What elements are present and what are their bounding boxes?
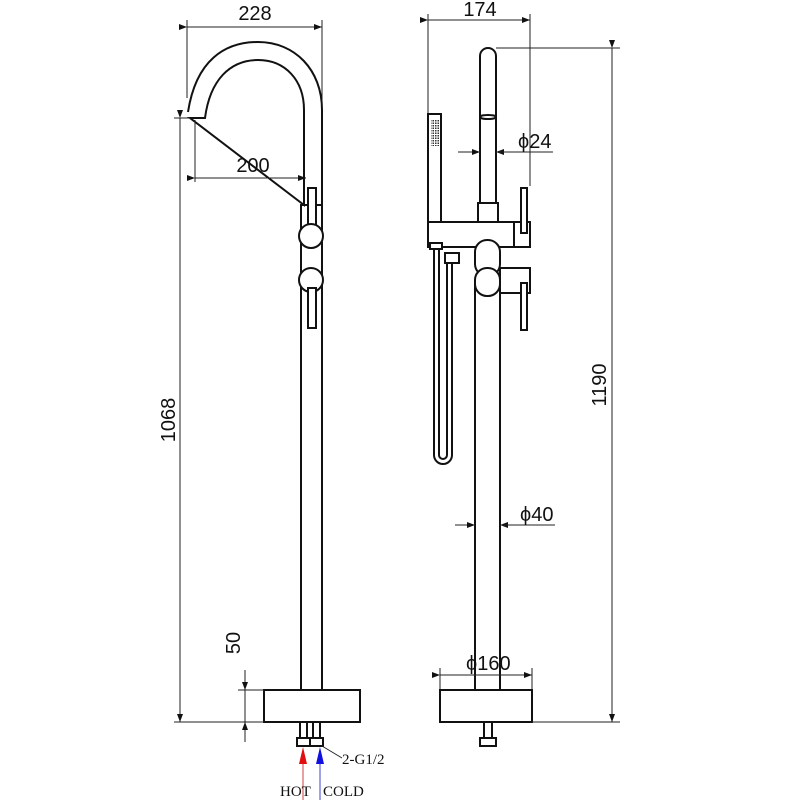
hot-arrow-icon xyxy=(299,747,307,764)
dim-label-phi24: ϕ24 xyxy=(518,131,551,153)
dim-label-174: 174 xyxy=(463,0,496,21)
mounting-nut xyxy=(479,737,497,747)
cold-inlet-nut xyxy=(309,737,324,747)
spout xyxy=(187,40,323,208)
base-side xyxy=(439,689,533,723)
dim-label-228: 228 xyxy=(238,3,271,25)
handshower-pipe xyxy=(479,47,497,205)
hose xyxy=(433,247,453,465)
dim-label-200: 200 xyxy=(236,155,269,177)
dim-label-1190: 1190 xyxy=(589,363,611,406)
dim-label-phi40: ϕ40 xyxy=(520,504,553,526)
valve-upper xyxy=(298,223,324,249)
side-view: 174 ϕ24 ϕ40 ϕ160 xyxy=(420,0,620,747)
hot-inlet-nut xyxy=(296,737,311,747)
lever-upper-side xyxy=(520,187,528,234)
cold-arrow-icon xyxy=(316,747,324,764)
dim-label-1068: 1068 xyxy=(158,398,180,443)
lever-lower-side xyxy=(520,282,528,331)
hot-label: HOT xyxy=(280,784,311,800)
dim-label-phi160: ϕ160 xyxy=(466,653,511,675)
connection-label: 2-G1/2 xyxy=(342,752,385,768)
base xyxy=(263,689,361,723)
cold-label: COLD xyxy=(323,784,364,800)
shower-nozzles xyxy=(431,120,439,146)
dim-label-50: 50 xyxy=(223,632,245,654)
lever-lower xyxy=(307,287,317,329)
column-side xyxy=(474,282,501,691)
front-view: 228 200 1068 50 2-G1/2 xyxy=(158,3,385,800)
